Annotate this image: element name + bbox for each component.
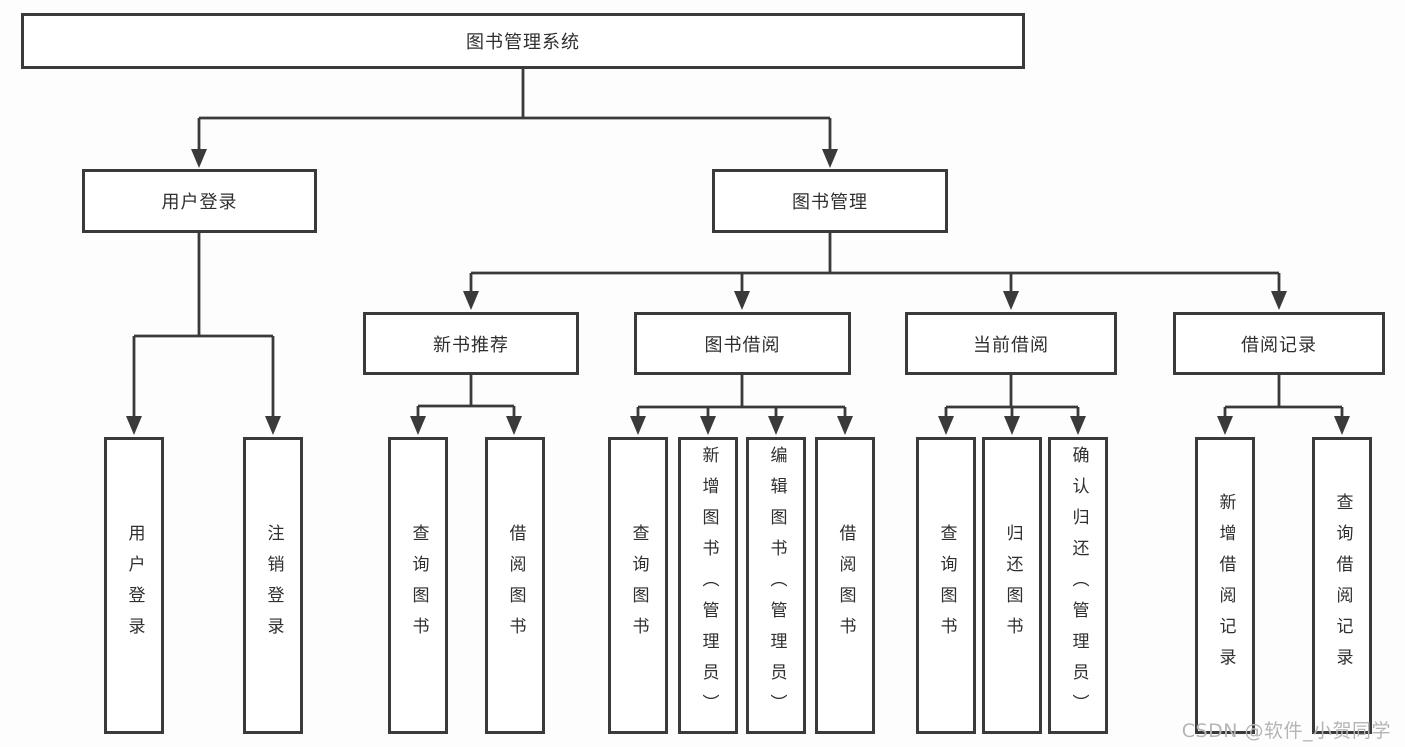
leaf-add-borrow-record: 新增借阅记录	[1195, 437, 1255, 734]
leaf-return-book-label: 归还图书	[1002, 523, 1023, 648]
leaf-logout-label: 注销登录	[263, 523, 284, 648]
node-new-book-recommend-label: 新书推荐	[433, 334, 509, 356]
leaf-query-book-borrow-label: 查询图书	[628, 523, 649, 648]
leaf-borrow-book-borrow: 借阅图书	[815, 437, 875, 734]
connector-user-login-children	[126, 233, 281, 435]
leaf-return-book: 归还图书	[982, 437, 1042, 734]
leaf-query-book-current: 查询图书	[916, 437, 976, 734]
node-current-borrow: 当前借阅	[905, 312, 1117, 375]
leaf-borrow-book-borrow-label: 借阅图书	[835, 523, 856, 648]
leaf-query-borrow-record: 查询借阅记录	[1312, 437, 1372, 734]
leaf-user-login: 用户登录	[104, 437, 164, 734]
leaf-query-book-borrow: 查询图书	[608, 437, 668, 734]
node-borrow-records: 借阅记录	[1173, 312, 1385, 375]
node-book-mgmt-label: 图书管理	[792, 192, 868, 213]
node-root-label: 图书管理系统	[466, 32, 580, 53]
leaf-add-book-admin-label: 新增图书（管理员）	[698, 446, 719, 725]
leaf-query-borrow-record-label: 查询借阅记录	[1332, 492, 1353, 679]
leaf-query-book-current-label: 查询图书	[936, 523, 957, 648]
leaf-logout: 注销登录	[243, 437, 303, 734]
leaf-query-book-newbook-label: 查询图书	[408, 523, 429, 648]
leaf-confirm-return-admin-label: 确认归还（管理员）	[1068, 446, 1089, 725]
node-root: 图书管理系统	[21, 13, 1025, 69]
csdn-watermark: CSDN @软件_小贺同学	[1181, 720, 1391, 742]
connector-root-to-level2	[191, 69, 838, 168]
connector-new-book-children	[410, 375, 522, 435]
node-user-login-label: 用户登录	[161, 192, 238, 213]
leaf-borrow-book-newbook: 借阅图书	[485, 437, 545, 734]
node-book-borrow-label: 图书借阅	[704, 334, 781, 356]
connector-borrow-records-children	[1217, 375, 1350, 435]
leaf-edit-book-admin: 编辑图书（管理员）	[746, 437, 806, 734]
node-borrow-records-label: 借阅记录	[1241, 334, 1317, 356]
leaf-user-login-label: 用户登录	[124, 523, 145, 648]
node-book-mgmt: 图书管理	[712, 169, 948, 233]
node-new-book-recommend: 新书推荐	[363, 312, 579, 375]
connector-current-borrow-children	[938, 375, 1086, 435]
node-book-borrow: 图书借阅	[634, 312, 851, 375]
leaf-confirm-return-admin: 确认归还（管理员）	[1048, 437, 1108, 734]
node-current-borrow-label: 当前借阅	[973, 334, 1049, 356]
leaf-add-borrow-record-label: 新增借阅记录	[1215, 492, 1236, 679]
node-user-login: 用户登录	[82, 169, 317, 233]
leaf-query-book-newbook: 查询图书	[388, 437, 448, 734]
leaf-borrow-book-newbook-label: 借阅图书	[505, 523, 526, 648]
connector-book-borrow-children	[630, 375, 853, 435]
leaf-add-book-admin: 新增图书（管理员）	[678, 437, 738, 734]
leaf-edit-book-admin-label: 编辑图书（管理员）	[766, 446, 787, 725]
connector-book-mgmt-children	[463, 233, 1287, 310]
